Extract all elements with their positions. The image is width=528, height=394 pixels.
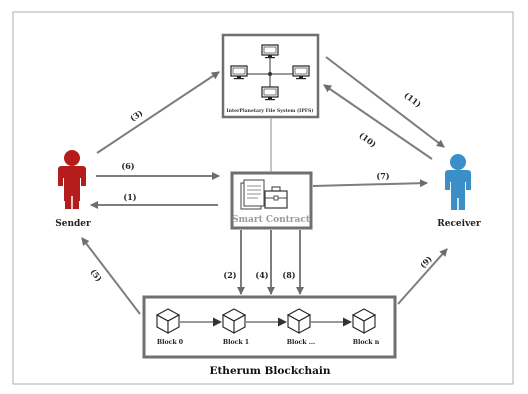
- block-n-label: Block n: [353, 339, 380, 346]
- smart-contract-label: Smart Contract: [232, 215, 311, 225]
- block-ellipsis: Block ...: [287, 308, 315, 346]
- ipfs-network-icon: [230, 44, 310, 101]
- arrow-step-11: [325, 56, 445, 148]
- step-7-label: (7): [376, 171, 389, 181]
- sender-person-icon: [58, 150, 86, 209]
- arrow-step-7: [312, 179, 428, 188]
- arrow-step-5: [81, 237, 141, 315]
- ipfs-label: InterPlanetary File System (IPFS): [226, 107, 313, 114]
- block-0: Block 0: [156, 308, 184, 346]
- blockchain-box: Block 0 Block 1 Block ... Block n: [142, 295, 397, 359]
- smart-contract-node: Smart Contract: [230, 171, 313, 230]
- receiver-person-icon: [445, 154, 471, 210]
- step-3-label: (3): [128, 108, 145, 124]
- arrow-step-10: [323, 84, 433, 160]
- ipfs-node: InterPlanetary File System (IPFS): [221, 33, 320, 119]
- arrow-step-9: [397, 248, 448, 305]
- step-4-label: (4): [255, 270, 268, 280]
- step-8-label: (8): [282, 270, 295, 280]
- outer-frame: [12, 11, 514, 385]
- contract-document-icon: [240, 179, 265, 210]
- block-1-label: Block 1: [223, 339, 249, 346]
- block-0-label: Block 0: [157, 339, 184, 346]
- briefcase-icon: [264, 186, 288, 209]
- step-5-label: (5): [88, 267, 104, 284]
- step-2-label: (2): [223, 270, 236, 280]
- step-1-label: (1): [123, 192, 136, 202]
- receiver-label: Receiver: [437, 219, 481, 229]
- step-6-label: (6): [121, 161, 134, 171]
- block-1: Block 1: [222, 308, 249, 346]
- block-n: Block n: [352, 308, 380, 346]
- sender-label: Sender: [55, 219, 91, 229]
- step-11-label: (11): [402, 90, 423, 109]
- block-ellipsis-label: Block ...: [287, 339, 315, 346]
- blockchain-title: Etherum Blockchain: [209, 365, 330, 377]
- step-10-label: (10): [357, 130, 378, 149]
- arrow-step-3: [96, 71, 220, 154]
